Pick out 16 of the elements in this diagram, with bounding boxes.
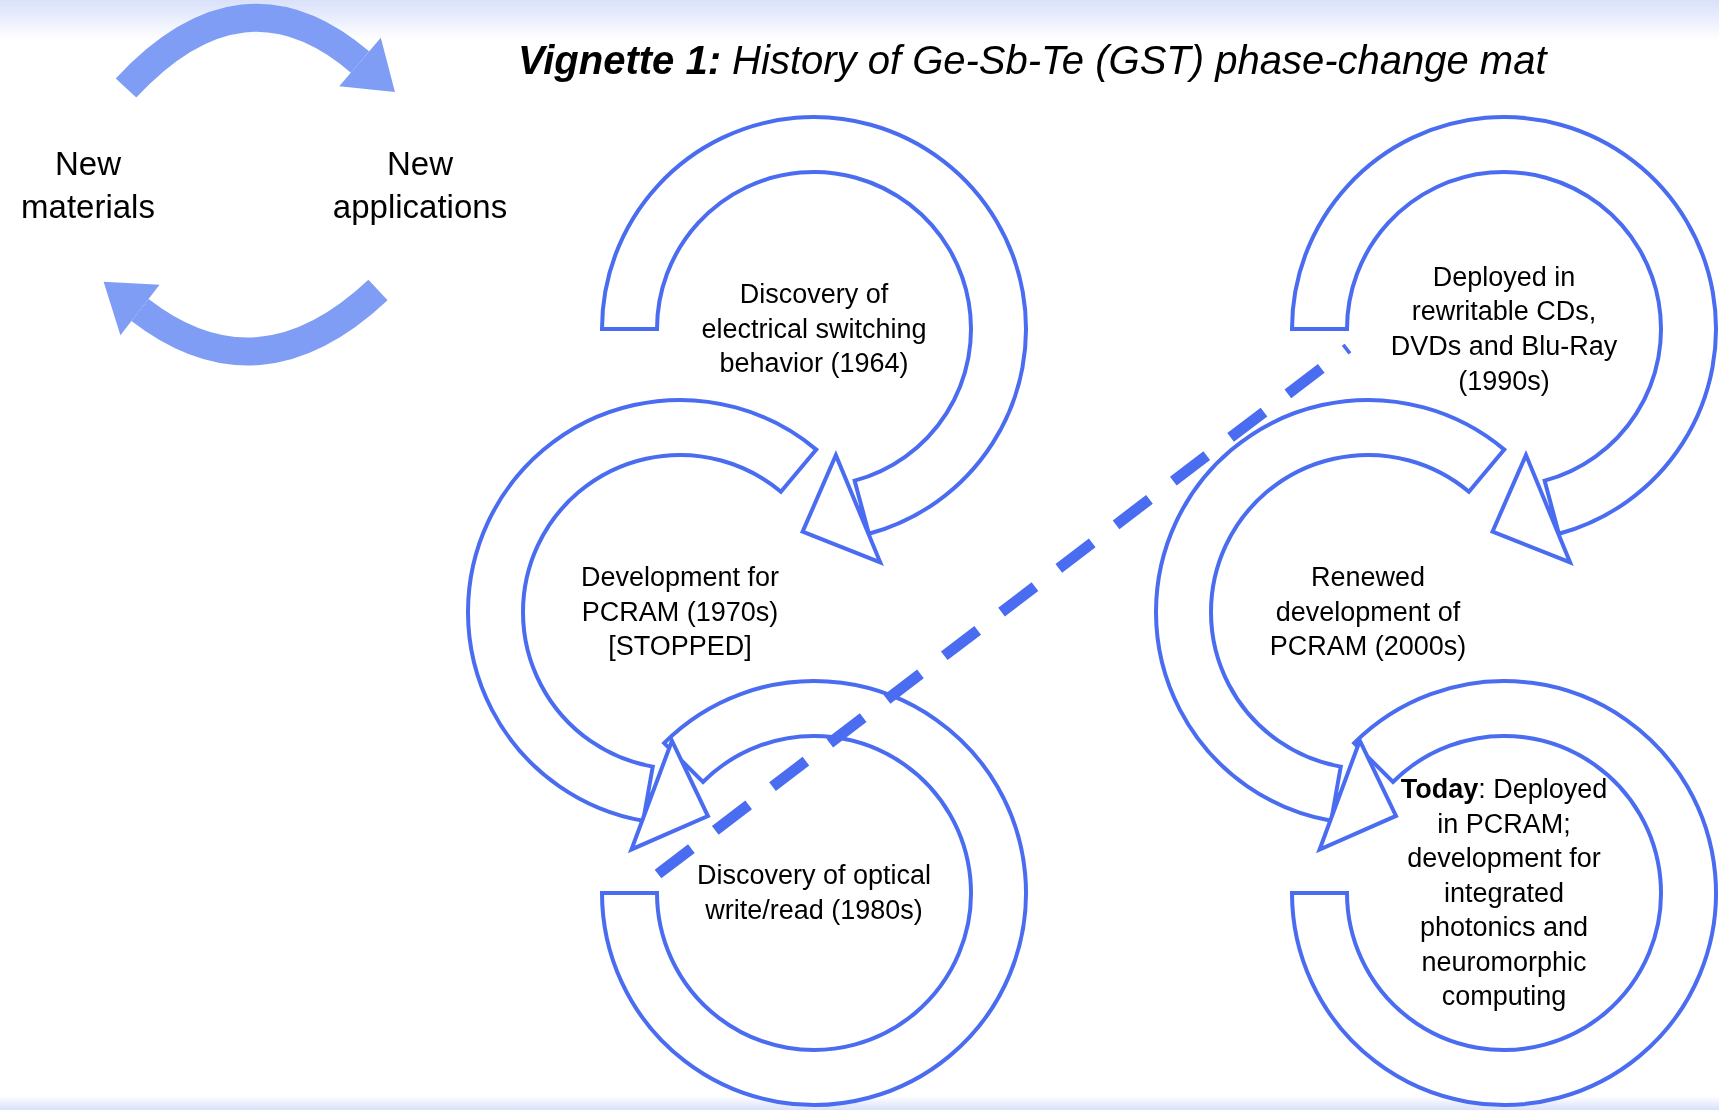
milestone-text: Deployed in rewritable CDs, DVDs and Blu-Ray (1990s) xyxy=(1389,260,1619,398)
cycle-label: New materials xyxy=(20,144,156,227)
curved-arrow xyxy=(102,279,388,366)
arrowhead xyxy=(1490,453,1573,565)
title: Vignette 1: History of Ge-Sb-Te (GST) phase-change mat xyxy=(518,37,1547,84)
arrowhead xyxy=(1317,738,1398,852)
dashed-connector xyxy=(654,343,1352,879)
milestone-text: Development for PCRAM (1970s) [STOPPED] xyxy=(579,561,781,664)
arrowhead xyxy=(629,738,710,852)
arrowhead xyxy=(800,453,883,565)
milestone-text: Today: Deployed in PCRAM; development for integrated photonics and neuromorphic computing xyxy=(1399,773,1609,1014)
milestone-text: Discovery of optical write/read (1980s) xyxy=(695,859,933,927)
cycle-label: New applications xyxy=(331,144,509,227)
milestone-text: Discovery of electrical switching behavior (1964) xyxy=(700,278,928,381)
curved-arrow xyxy=(116,3,397,98)
milestone-text: Renewed development of PCRAM (2000s) xyxy=(1268,561,1468,664)
